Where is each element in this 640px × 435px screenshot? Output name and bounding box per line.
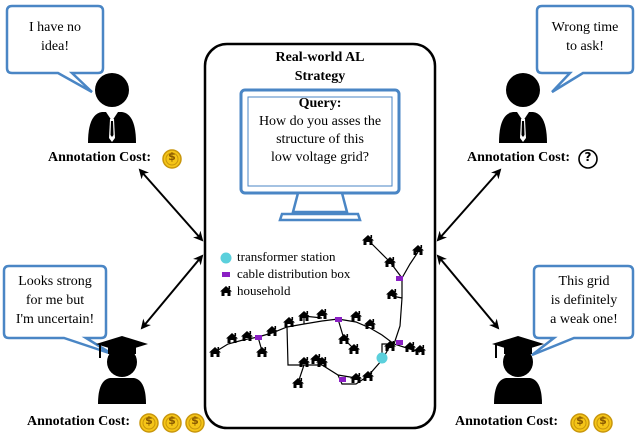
panel-title: Real-world AL Strategy bbox=[210, 48, 430, 86]
speech-bubble-bottom-right bbox=[531, 264, 635, 357]
bubble-line: idea! bbox=[41, 39, 69, 54]
coin-symbol: $ bbox=[191, 414, 199, 427]
bubble-line: to ask! bbox=[566, 39, 604, 54]
coin-icon bbox=[593, 413, 613, 433]
bubble-line: Wrong time bbox=[551, 20, 619, 35]
bubble-line: is definitely bbox=[550, 293, 618, 308]
bubble-line: a weak one! bbox=[550, 312, 618, 327]
annotation-cost-label-bottom-right: Annotation Cost: bbox=[455, 414, 559, 429]
bubble-line: Looks strong bbox=[18, 274, 92, 289]
question-icon bbox=[578, 149, 598, 169]
speech-bubble-top-right bbox=[535, 4, 635, 94]
transformer-station bbox=[376, 352, 388, 364]
coin-symbol: $ bbox=[168, 414, 176, 427]
monitor-icon bbox=[239, 88, 401, 222]
graduate-icon-bottom-right bbox=[492, 336, 544, 404]
legend-transformer-marker bbox=[220, 252, 232, 264]
bubble-text-bottom-left: Looks strong for me but I'm uncertain! bbox=[5, 272, 105, 329]
bubble-line: I have no bbox=[28, 20, 82, 35]
coin-icon bbox=[139, 413, 159, 433]
arrow-top-right bbox=[436, 168, 502, 242]
legend-cable-box-marker bbox=[222, 272, 230, 277]
legend-transformer-label: transformer station bbox=[237, 249, 336, 264]
query-text: Query: How do you asses the structure of… bbox=[245, 95, 395, 167]
coin-symbol: $ bbox=[145, 414, 153, 427]
bubble-line: I'm uncertain! bbox=[15, 312, 95, 327]
query-label: Query: bbox=[298, 96, 342, 111]
panel-title-line: Strategy bbox=[294, 69, 346, 84]
query-line: low voltage grid? bbox=[271, 150, 369, 165]
cable-distribution-boxes bbox=[255, 276, 403, 382]
person-icon-top-left bbox=[88, 73, 136, 143]
query-line: structure of this bbox=[276, 132, 364, 147]
coin-icon bbox=[570, 413, 590, 433]
graduate-icon-bottom-left bbox=[96, 336, 148, 404]
legend-household-label: household bbox=[237, 283, 291, 298]
annotation-cost-label-top-left: Annotation Cost: bbox=[48, 150, 152, 165]
bubble-line: for me but bbox=[25, 293, 85, 308]
bubble-text-top-left: I have no idea! bbox=[9, 18, 101, 56]
coin-symbol: $ bbox=[599, 414, 607, 427]
coin-icon bbox=[162, 149, 182, 169]
panel-title-line: Real-world AL bbox=[275, 50, 365, 65]
coin-symbol: $ bbox=[576, 414, 584, 427]
arrow-bottom-right bbox=[436, 254, 500, 330]
coin-symbol: $ bbox=[168, 150, 176, 163]
bubble-line: This grid bbox=[558, 274, 610, 289]
annotation-cost-label-top-right: Annotation Cost: bbox=[467, 150, 571, 165]
coin-icon bbox=[185, 413, 205, 433]
coin-icon bbox=[162, 413, 182, 433]
speech-bubble-top-left bbox=[5, 4, 105, 94]
query-line: How do you asses the bbox=[258, 114, 382, 129]
arrow-bottom-left bbox=[140, 254, 204, 330]
bubble-text-top-right: Wrong time to ask! bbox=[539, 18, 631, 56]
question-symbol: ? bbox=[584, 150, 592, 164]
person-icon-top-right bbox=[499, 73, 547, 143]
annotation-cost-label-bottom-left: Annotation Cost: bbox=[27, 414, 131, 429]
bubble-text-bottom-right: This grid is definitely a weak one! bbox=[536, 272, 632, 329]
arrow-top-left bbox=[138, 168, 204, 242]
legend-cable-box-label: cable distribution box bbox=[237, 266, 351, 281]
